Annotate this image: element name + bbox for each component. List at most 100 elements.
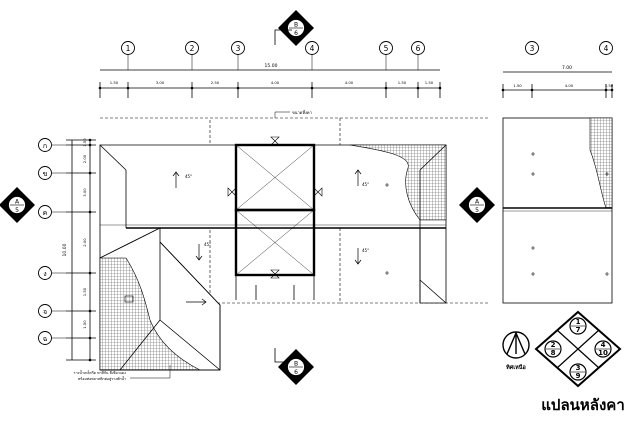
dimension-dot [88,138,92,142]
dimension-dot [604,88,608,92]
grid-bubble-label: 1 [126,44,131,53]
grid-bubble [411,41,425,55]
dimension-dot [88,143,92,147]
section-cut-lines [274,29,292,363]
grid-bubble-label: 3 [236,44,241,53]
dimension-dot [88,309,92,313]
grid-side-segment-label: 1.50 [605,83,614,88]
grid-x-segment-label: 1.50 [398,80,407,85]
grid-y-segment-label: 3.00 [82,188,87,197]
key-plan-number: 10 [598,349,608,357]
grid-bubble-label: ค [43,209,48,217]
slope-label: 45° [362,182,369,187]
key-plan-number: 9 [576,372,581,380]
grid-bubble [38,304,52,318]
roof-side [502,117,613,304]
grid-x-segment-label: 4.00 [271,80,280,85]
note-top: ขนาดหิ้งคา [292,108,312,115]
grid-y-segment-label: 2.00 [82,238,87,247]
section-mark: B6 [278,10,314,46]
north-label: ทิศเหนือ [506,364,526,371]
side-dimension-chain [503,71,612,91]
dimension-dot [501,88,505,92]
grid-bubble-label: จ [43,308,47,316]
key-plan-number: 4 [601,341,606,349]
section-mark-letter: A [15,199,20,206]
dimension-dot [88,171,92,175]
grid-bubble [38,266,52,280]
grid-bubble [185,41,199,55]
dimension-dot [190,86,194,90]
dimension-dot [98,86,102,90]
dimension-dot [88,358,92,362]
grid-bubble [231,41,245,55]
grid-bubble [38,331,52,345]
grid-x-overall-dimension: 15.00 [265,63,278,69]
grid-x-segment-label: 3.00 [156,80,165,85]
grid-bubble-label: 3 [530,44,535,53]
grid-side-segment-label: 1.50 [513,83,522,88]
top-dimension-chain [100,69,440,89]
grid-bubble-label: ง [43,270,46,278]
key-plan-number: 3 [576,364,581,372]
section-mark-number: 5 [15,207,19,214]
section-mark-letter: A [475,199,480,206]
section-mark-letter: B [294,22,298,29]
dimension-dot [530,88,534,92]
grid-side-segment-label: 4.00 [565,83,574,88]
dimension-dot [310,86,314,90]
annotations [130,111,290,379]
grid-bubble [305,41,319,55]
left-dimension-ticks [66,138,96,362]
roof-main [99,117,490,371]
dimension-dot [88,336,92,340]
slope-label: 45° [362,248,369,253]
grid-bubble [121,41,135,55]
dimension-dot [438,86,442,90]
key-plan-number: 1 [576,318,581,326]
side-marks [385,152,609,276]
grid-y-segment-label: 2.00 [82,154,87,163]
dimension-dot [236,86,240,90]
section-mark-number: 6 [294,30,298,37]
grid-bubble-label: 5 [384,44,389,53]
grid-x-segment-label: 2.50 [211,80,220,85]
side-dimension-ticks [501,84,614,98]
left-dimension-chain [71,140,91,360]
grid-x-segment-label: 1.50 [110,80,119,85]
section-mark-number: 6 [294,369,298,376]
grid-y-segment-labels: 1.502.003.002.001.501.50 [82,138,87,329]
grid-bubble-label: 2 [190,44,195,53]
slope-label: 45° [204,242,211,247]
dimension-dot [416,86,420,90]
grid-x-segment-label: 1.50 [425,80,434,85]
drawing-title: แปลนหลังคา [541,396,625,414]
note-bottom-2: พร้อมท่อพลาสติกต่อสู่รางพักน้ำ [78,376,126,381]
section-mark: A5 [459,187,495,223]
north-arrow-icon [502,331,530,359]
key-plan-diamond [534,310,622,388]
grid-y-segment-label: 1.50 [82,287,87,296]
grid-bubble [38,205,52,219]
grid-y-overall-dimension: 10.00 [62,243,68,256]
grid-bubble [525,41,539,55]
key-plan-number: 7 [576,326,581,334]
grid-y-segment-label: 1.50 [82,320,87,329]
grid-side-segment-labels: 1.50 4.00 1.50 [513,83,614,88]
section-mark-number: 5 [475,207,479,214]
grid-bubble-label: ฉ [43,335,48,343]
grid-bubble-label: ก [43,142,47,150]
section-mark: A5 [0,187,35,223]
grid-bubble-label: 4 [310,44,315,53]
section-mark: B6 [278,349,314,385]
top-dimension-ticks [98,82,442,98]
grid-side-overall-dimension: 7.00 [562,65,572,71]
